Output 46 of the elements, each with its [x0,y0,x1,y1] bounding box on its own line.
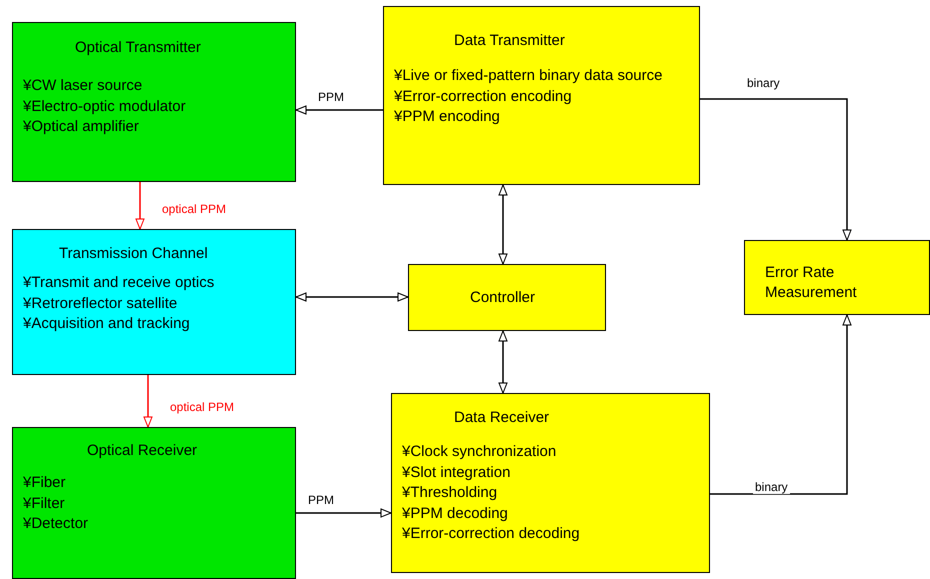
bullet-item: ¥Clock synchronization [402,442,556,462]
box-title: Controller [470,288,536,308]
arrow [498,184,508,264]
bullet-item: ¥Fiber [23,473,66,493]
bullet-item: ¥Acquisition and tracking [23,314,190,334]
box-title: Data Receiver [454,408,550,428]
arrow [296,508,392,518]
process-box [12,22,296,182]
box-title: Transmission Channel [59,244,208,264]
arrow [710,314,852,495]
process-box [12,427,296,579]
edge-label: PPM [316,90,346,104]
arrow [144,375,152,428]
edge-label: binary [753,480,790,494]
bullet-item: ¥Retroreflector satellite [23,294,178,314]
bullet-item: ¥PPM encoding [394,107,500,127]
arrow [498,330,508,394]
box-title: Optical Receiver [87,441,198,461]
arrow [296,106,383,114]
bullet-item: ¥Transmit and receive optics [23,273,214,293]
bullet-item: ¥Slot integration [402,462,510,482]
bullet-item: ¥CW laser source [23,76,142,96]
edge-label: optical PPM [168,400,236,414]
box-title: Data Transmitter [454,31,565,51]
bullet-item: ¥Live or fixed-pattern binary data source [394,66,662,86]
process-box [391,393,710,573]
bullet-item: ¥Error-correction decoding [402,524,580,544]
process-box [383,6,700,185]
bullet-item: ¥Error-correction encoding [394,86,572,106]
bullet-item: ¥PPM decoding [402,504,508,524]
bullet-item: ¥Optical amplifier [23,117,139,137]
box-title: Optical Transmitter [75,38,201,58]
bullet-item: ¥Filter [23,494,65,514]
edge-label: binary [745,76,782,90]
box-title: Error Rate Measurement [765,263,858,303]
process-box [744,240,930,315]
process-box [408,264,606,331]
edge-label: optical PPM [160,202,228,216]
edge-label: PPM [306,493,336,507]
bullet-item: ¥Thresholding [402,483,498,503]
arrow [700,98,852,240]
bullet-item: ¥Detector [23,514,88,534]
bullet-item: ¥Electro-optic modulator [23,96,186,116]
arrow [296,292,408,302]
arrow [136,182,144,230]
process-box [12,229,296,375]
